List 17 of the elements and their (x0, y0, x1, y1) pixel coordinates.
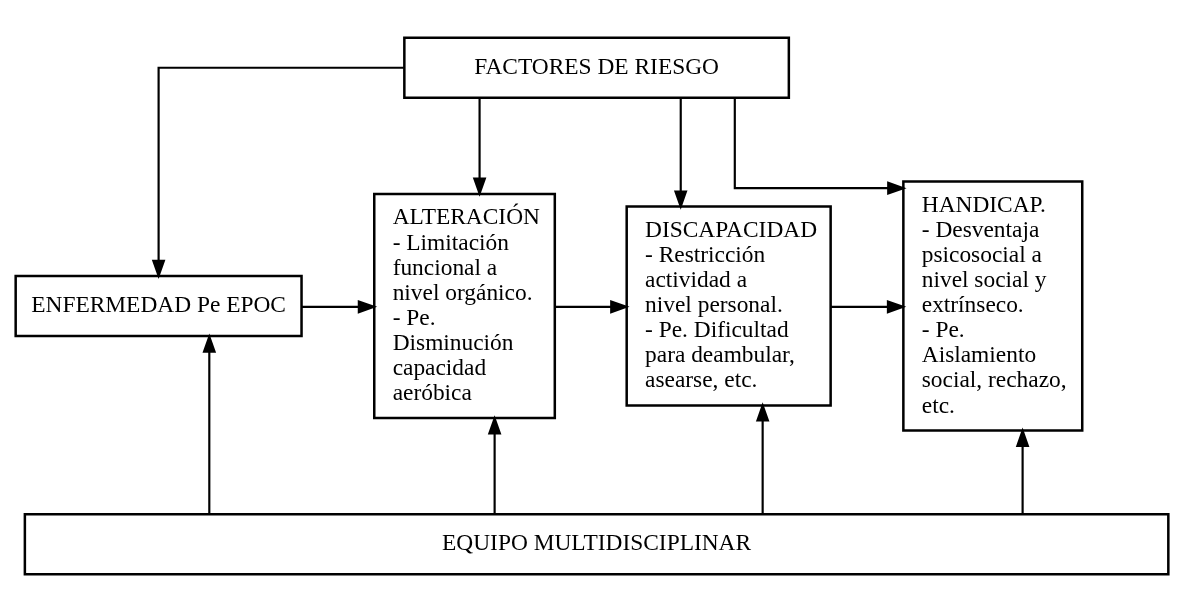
arrow (755, 402, 770, 515)
arrow (555, 300, 630, 314)
arrow (202, 333, 217, 515)
node-box: DISCAPACIDAD - Restricción actividad a nivel personal. - Pe. Dificultad para deambular, asearse, etc. (625, 205, 832, 407)
node-box: EQUIPO MULTIDISCIPLINAR (23, 512, 1170, 576)
arrow (301, 300, 378, 314)
arrow (487, 415, 502, 515)
arrow (472, 97, 487, 197)
node-box: ENFERMEDAD Pe EPOC (14, 274, 303, 338)
arrow (673, 97, 688, 210)
node-box: FACTORES DE RIESGO (403, 36, 791, 100)
arrow (733, 98, 907, 195)
node-box: ALTERACIÓN - Limitación funcional a nivel orgánico. - Pe. Disminución capacidad aeróbica (373, 192, 557, 420)
arrow (1015, 427, 1030, 515)
arrow (830, 300, 907, 314)
arrow (151, 66, 404, 280)
node-box: HANDICAP. - Desventaja psicosocial a nivel social y extrínseco. - Pe. Aislamiento social, rechazo, etc. (902, 180, 1084, 432)
